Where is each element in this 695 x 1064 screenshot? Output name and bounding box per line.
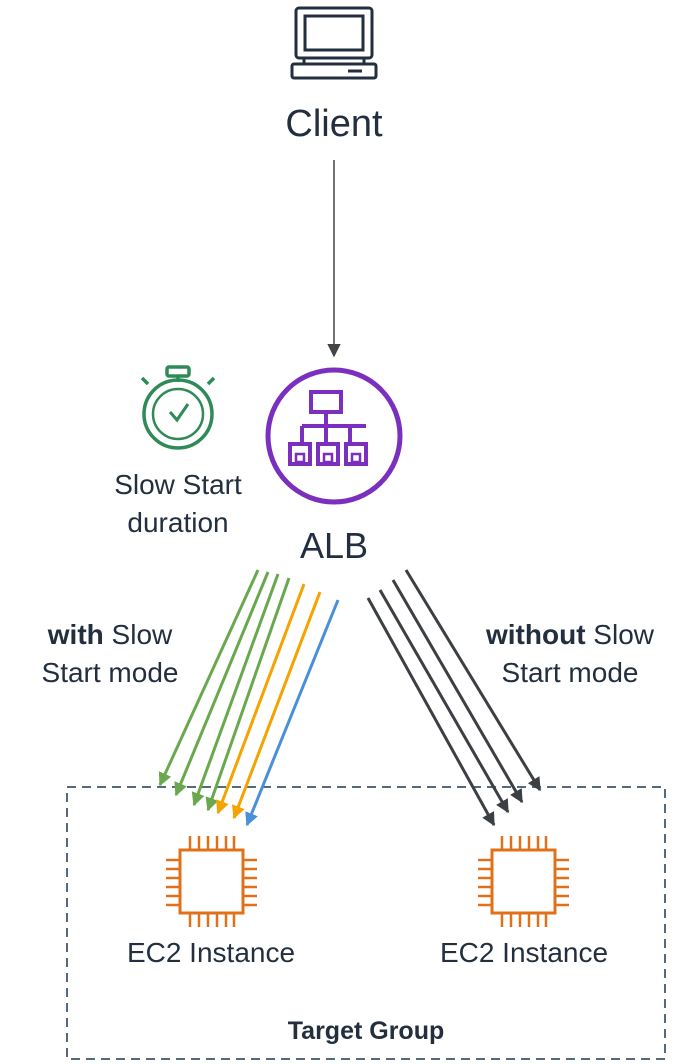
client-label: Client [285,103,383,145]
ec2-instance-right-label: EC2 Instance [439,937,609,968]
stopwatch-icon [140,365,216,450]
target-group-label: Target Group [287,1017,445,1045]
traffic-arrow-green-2 [174,571,270,797]
ec2-chip-icon [166,836,257,927]
with-line2: Start mode [41,656,179,688]
without-slow-start-label: without Slow Start mode [460,618,680,689]
application-load-balancer-icon [265,367,403,505]
traffic-arrow-dark-1 [366,597,496,827]
with-slow-start-label: with Slow Start mode [10,618,210,689]
ec2-instance-left-label: EC2 Instance [126,937,296,968]
without-rest: Slow [585,619,654,650]
slow-start-duration-label: Slow Start duration [88,468,268,539]
ec2-chip-icon [478,836,569,927]
traffic-arrow-dark-4 [404,569,542,792]
slow-start-line1: Slow Start [114,469,242,500]
with-bold: with [47,619,104,650]
with-rest: Slow [103,619,173,650]
traffic-arrow-green-1 [158,569,260,787]
traffic-arrow-green-3 [191,573,280,807]
traffic-arrow-dark-3 [391,579,524,804]
without-slow-start-arrows [366,569,542,827]
traffic-arrow-orange-2 [232,591,322,820]
alb-label: ALB [299,525,369,566]
with-slow-start-arrows [158,569,340,827]
traffic-arrow-dark-2 [378,589,510,814]
slow-start-line2: duration [127,506,229,538]
traffic-arrow-green-4 [205,577,291,812]
traffic-arrow-blue [245,599,340,827]
without-bold: without [486,619,586,650]
without-line2: Start mode [501,656,639,688]
traffic-arrow-orange-1 [215,583,306,815]
desktop-computer-icon [290,6,378,80]
